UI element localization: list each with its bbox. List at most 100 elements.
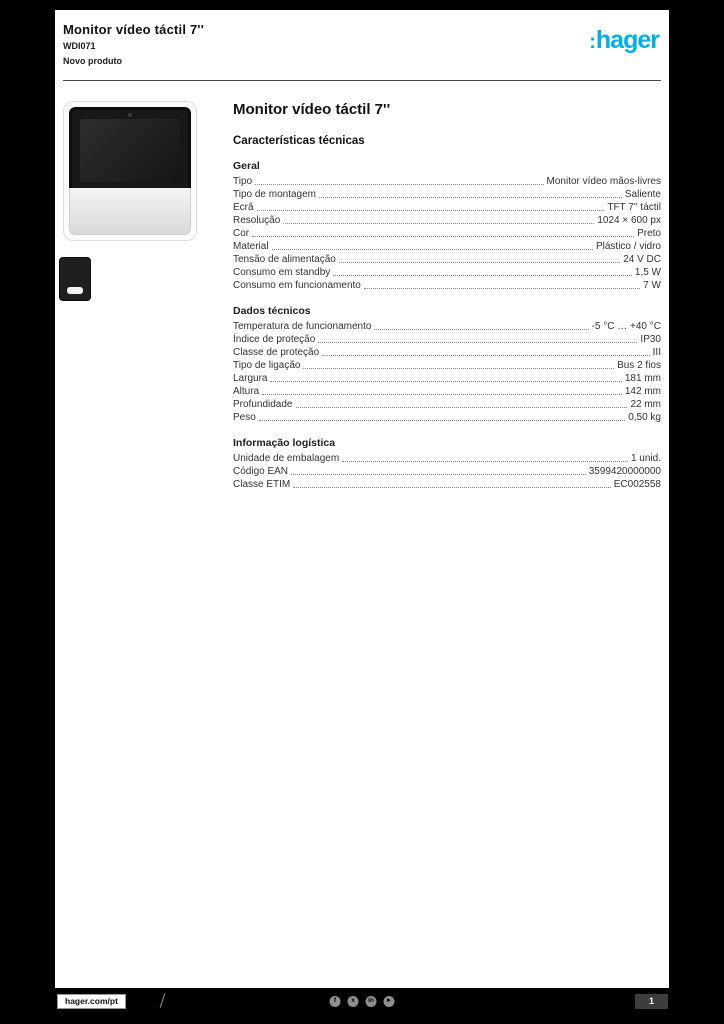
x-icon[interactable]: x [347, 996, 359, 1007]
device-illustration [69, 107, 191, 235]
leader-dots [270, 381, 622, 382]
leader-dots [258, 420, 626, 421]
spec-value: 1,5 W [634, 267, 661, 278]
spec-value: EC002558 [613, 479, 661, 490]
spec-label: Índice de proteção [233, 334, 316, 345]
spec-row: Tipo de ligação Bus 2 fios [233, 359, 661, 372]
product-photo [63, 101, 197, 241]
spec-label: Unidade de embalagem [233, 453, 340, 464]
leader-dots [295, 407, 628, 408]
website-link[interactable]: hager.com/pt [57, 994, 126, 1009]
spec-label: Classe de proteção [233, 347, 320, 358]
spec-label: Resolução [233, 215, 281, 226]
thumbnail-detail [67, 287, 83, 294]
spec-label: Classe ETIM [233, 479, 291, 490]
spec-label: Tipo de montagem [233, 189, 317, 200]
product-title: Monitor vídeo táctil 7'' [233, 101, 391, 118]
spec-label: Consumo em standby [233, 267, 331, 278]
spec-column: Monitor vídeo táctil 7'' Características… [233, 101, 661, 491]
spec-value: 22 mm [630, 399, 661, 410]
spec-label: Ecrã [233, 202, 254, 213]
header: Monitor vídeo táctil 7'' WDI071 Novo pro… [63, 22, 661, 74]
leader-dots [322, 355, 650, 356]
spec-value: Plástico / vidro [595, 241, 661, 252]
spec-row: Índice de proteção IP30 [233, 333, 661, 346]
spec-label: Peso [233, 412, 256, 423]
spec-row: Temperatura de funcionamento -5 °C … +40 … [233, 320, 661, 333]
section-title: Geral [233, 160, 260, 172]
hager-logo: :hager [589, 26, 660, 55]
spec-label: Material [233, 241, 269, 252]
spec-label: Altura [233, 386, 260, 397]
spec-label: Profundidade [233, 399, 293, 410]
leader-dots [252, 236, 635, 237]
header-divider [63, 80, 661, 81]
leader-dots [255, 184, 544, 185]
leader-dots [342, 461, 628, 462]
facebook-icon[interactable]: f [329, 996, 341, 1007]
main-content: Monitor vídeo táctil 7'' Características… [59, 101, 661, 491]
spec-value: III [652, 347, 661, 358]
spec-value: Saliente [624, 189, 661, 200]
leader-dots [333, 275, 632, 276]
spec-row: Tipo de montagem Saliente [233, 188, 661, 201]
spec-label: Temperatura de funcionamento [233, 321, 372, 332]
leader-dots [363, 288, 641, 289]
spec-label: Consumo em funcionamento [233, 280, 361, 291]
page-title: Monitor vídeo táctil 7'' [63, 22, 204, 37]
spec-row: Resolução 1024 × 600 px [233, 214, 661, 227]
logo-wordmark: hager [595, 26, 660, 54]
spec-value: Bus 2 fios [617, 360, 661, 371]
linkedin-icon[interactable]: in [365, 996, 377, 1007]
product-reference: WDI071 [63, 41, 96, 51]
spec-value: 181 mm [624, 373, 661, 384]
spec-value: 7 W [643, 280, 661, 291]
spec-row: Cor Preto [233, 227, 661, 240]
spec-value: 3599420000000 [588, 466, 661, 477]
leader-dots [319, 197, 622, 198]
leader-dots [291, 474, 586, 475]
spec-row: Classe de proteção III [233, 346, 661, 359]
device-screen [80, 119, 180, 183]
section-title: Dados técnicos [233, 305, 311, 317]
section-title: Informação logística [233, 437, 336, 449]
leader-dots [303, 368, 615, 369]
product-status: Novo produto [63, 56, 122, 67]
youtube-icon[interactable]: ► [383, 996, 395, 1007]
leader-dots [338, 262, 621, 263]
spec-row: Código EAN 3599420000000 [233, 465, 661, 478]
spec-value: 24 V DC [623, 254, 661, 265]
spec-label: Tensão de alimentação [233, 254, 336, 265]
image-column [59, 101, 213, 491]
datasheet-page: Monitor vídeo táctil 7'' WDI071 Novo pro… [55, 10, 669, 988]
spec-row: Classe ETIM EC002558 [233, 478, 661, 491]
leader-dots [271, 249, 593, 250]
spec-value: 0,50 kg [628, 412, 661, 423]
spec-label: Tipo [233, 176, 253, 187]
leader-dots [293, 487, 611, 488]
spec-value: Preto [637, 228, 661, 239]
spec-row: Tensão de alimentação 24 V DC [233, 253, 661, 266]
spec-row: Ecrã TFT 7'' táctil [233, 201, 661, 214]
page-number-badge: 1 [634, 994, 668, 1009]
leader-dots [283, 223, 595, 224]
spec-value: 1024 × 600 px [597, 215, 661, 226]
spec-label: Tipo de ligação [233, 360, 301, 371]
leader-dots [318, 342, 638, 343]
spec-value: -5 °C … +40 °C [591, 321, 661, 332]
spec-value: 142 mm [624, 386, 661, 397]
spec-value: IP30 [640, 334, 661, 345]
spec-label: Cor [233, 228, 250, 239]
spec-value: TFT 7'' táctil [607, 202, 661, 213]
specs-heading: Características técnicas [233, 135, 365, 147]
spec-row: Peso 0,50 kg [233, 411, 661, 424]
spec-label: Código EAN [233, 466, 289, 477]
leader-dots [262, 394, 622, 395]
spec-row: Altura 142 mm [233, 385, 661, 398]
product-thumbnail[interactable] [59, 257, 91, 301]
